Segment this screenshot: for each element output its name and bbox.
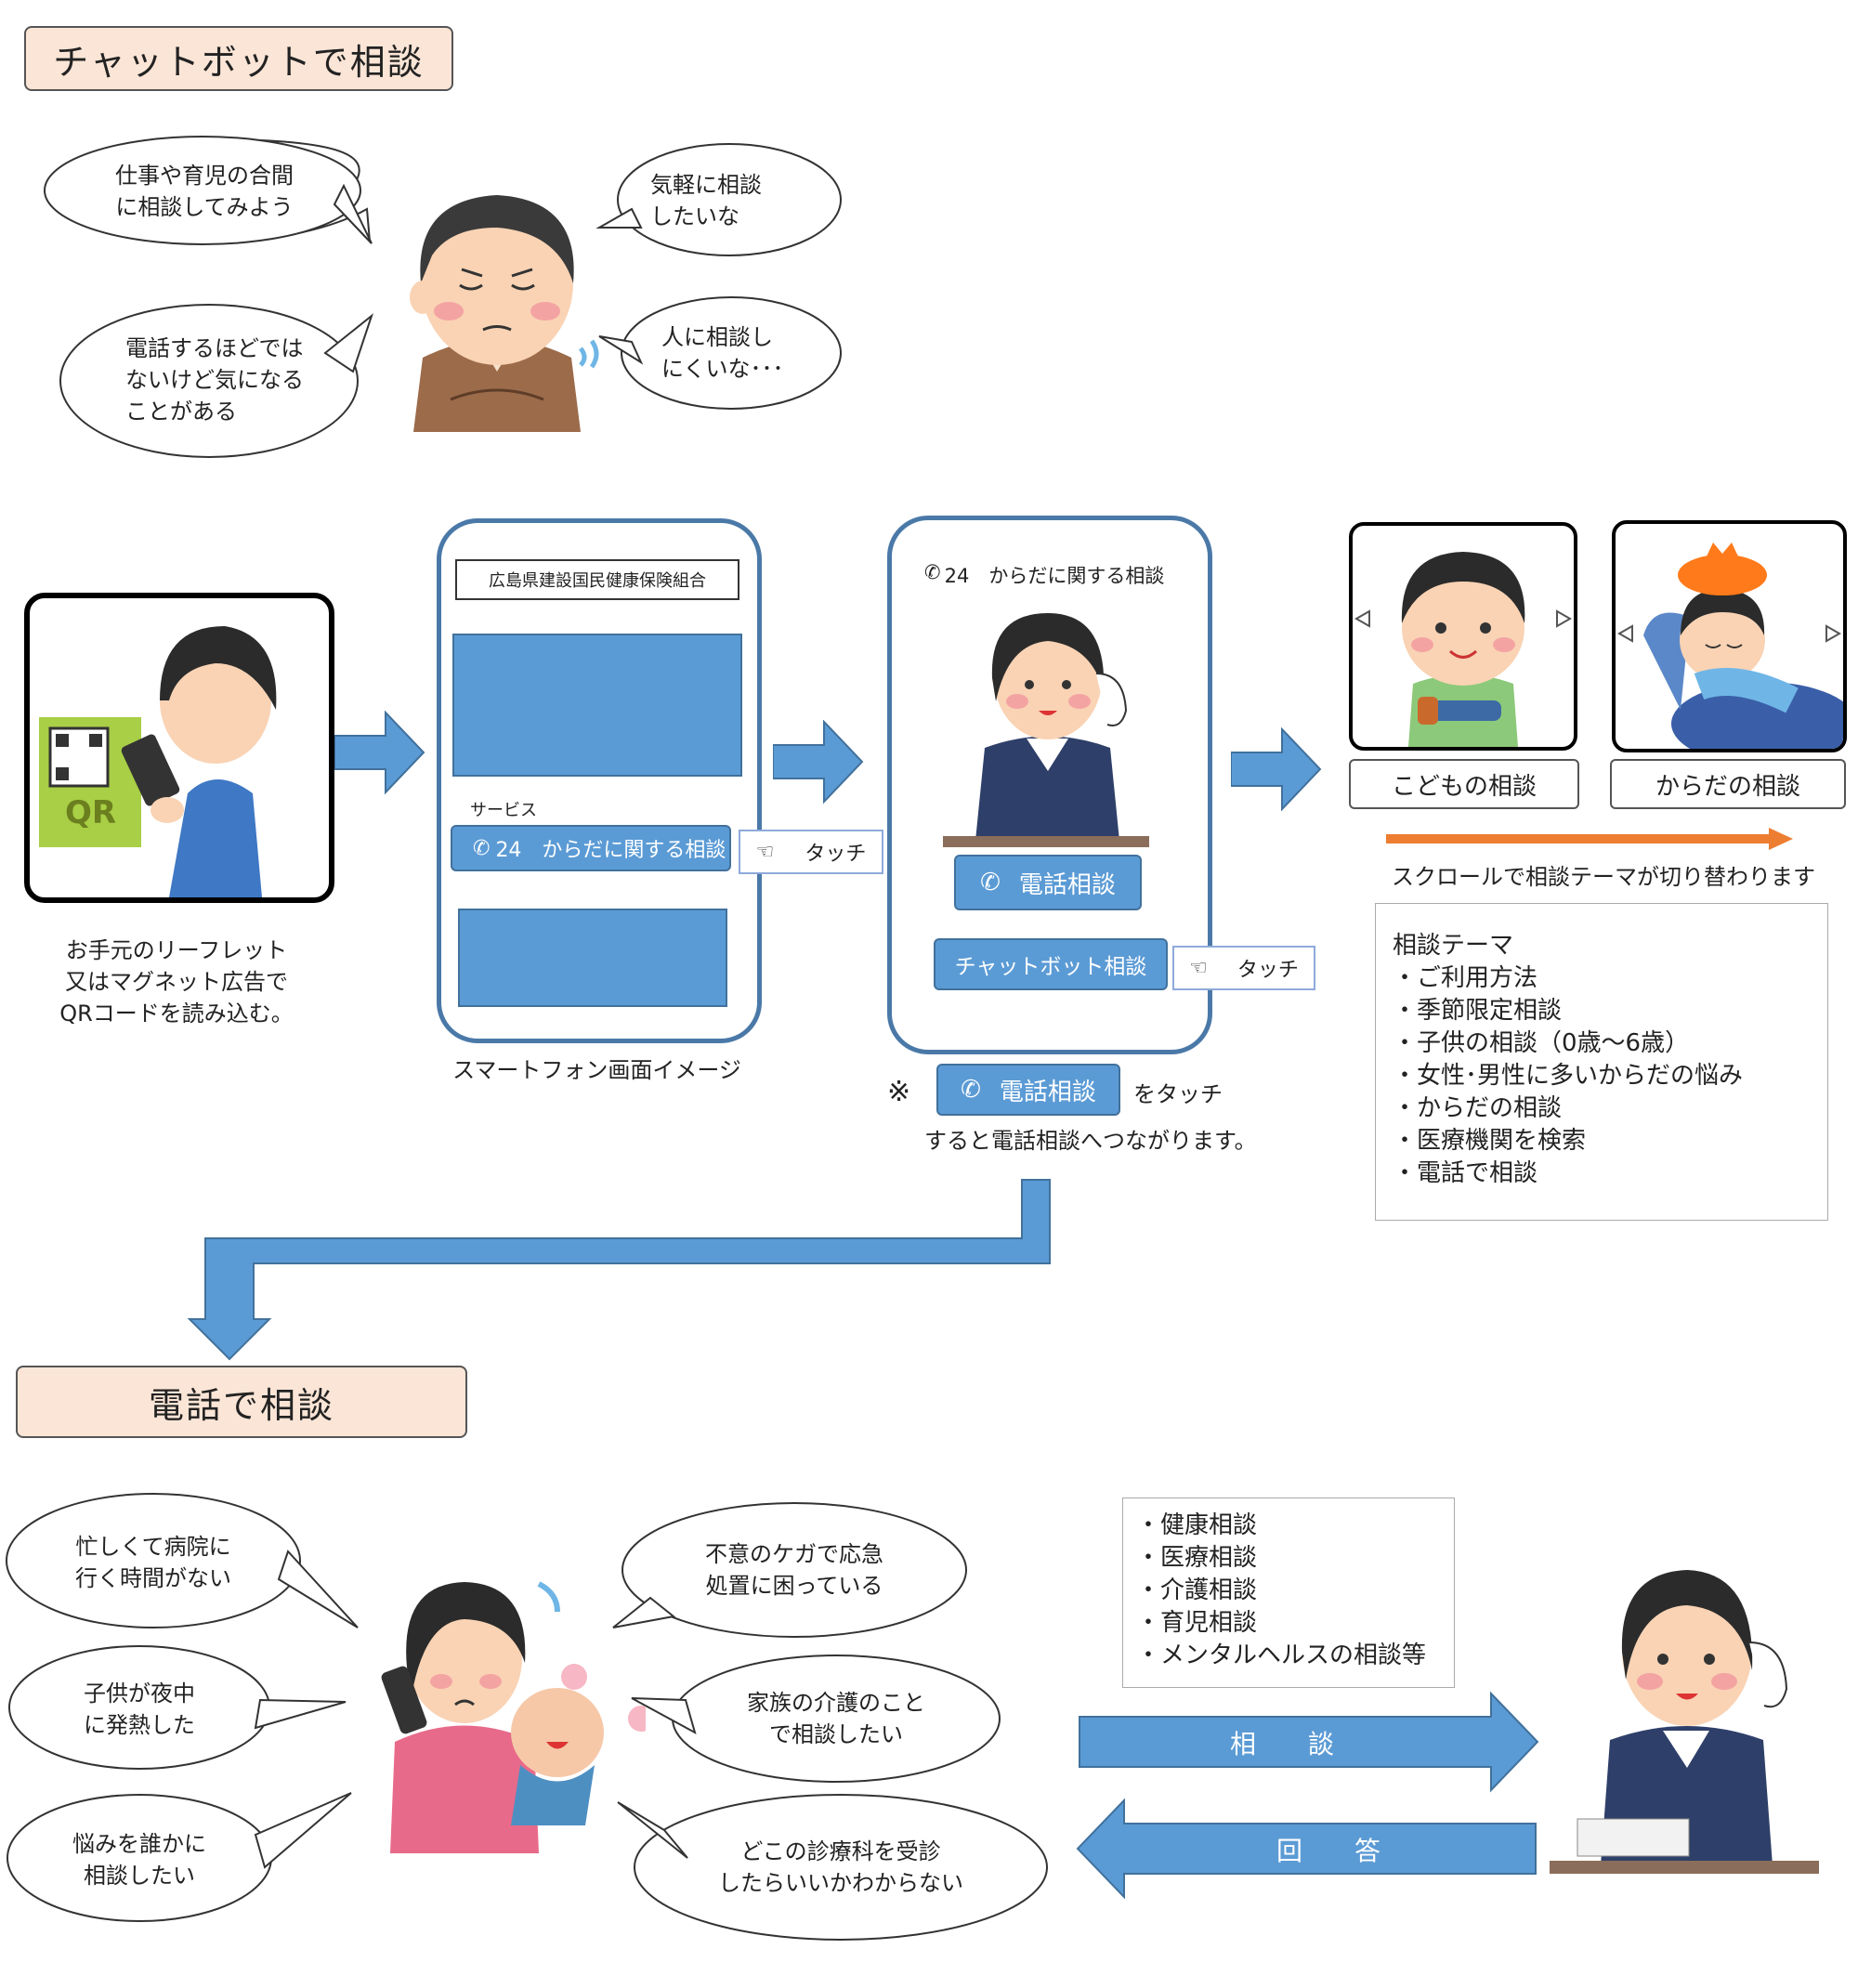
phone-bubble-6-text: どこの診療科を受診 したらいいかわからない xyxy=(718,1838,963,1896)
answer-arrow xyxy=(1076,1798,1537,1900)
phone-bubble-6 xyxy=(634,1794,1048,1941)
phone1-touch-label: タッチ xyxy=(805,843,867,866)
note-call-button: ✆ 電話相談 xyxy=(936,1064,1120,1116)
child-consult-label: こどもの相談 xyxy=(1349,759,1579,809)
phone1-header: 広島県建設国民健康保険組合 xyxy=(455,559,739,600)
answer-label: 回 答 xyxy=(1276,1836,1380,1866)
operator-woman-illustration xyxy=(975,613,1128,841)
note-suffix: をタッチ xyxy=(1133,1081,1223,1107)
consult-arrow xyxy=(1079,1691,1539,1793)
worried-man-illustration xyxy=(410,195,599,432)
note-line2: すると電話相談へつながります。 xyxy=(924,1128,1257,1154)
phone-bubble-1 xyxy=(6,1493,301,1628)
phone-icon: ✆ xyxy=(473,836,491,860)
note-mark: ※ xyxy=(887,1076,911,1108)
phone2-desk xyxy=(943,836,1149,847)
topic-item: ・女性･男性に多いからだの悩み xyxy=(1393,1062,1744,1090)
child-consult-card xyxy=(1349,522,1577,751)
phone2-call-label: 電話相談 xyxy=(1018,870,1116,899)
body-consult-card xyxy=(1612,520,1847,752)
phone1-caption: スマートフォン画面イメージ xyxy=(452,1057,741,1083)
bubble-4-text: 人に相談し にくいな･･･ xyxy=(661,324,784,382)
qr-label: QR xyxy=(65,794,117,831)
arrow-right-2 xyxy=(773,720,864,804)
qr-scan-illustration xyxy=(24,593,334,903)
service-item: ・医療相談 xyxy=(1136,1544,1258,1572)
phone1-bottom-block xyxy=(458,909,727,1007)
note-call-label: 電話相談 xyxy=(999,1078,1096,1106)
connector-elbow-arrow xyxy=(187,1179,1051,1361)
service-item: ・育児相談 xyxy=(1136,1609,1258,1637)
pointing-hand-icon: ☜ xyxy=(1189,956,1208,980)
consult-label: 相 談 xyxy=(1229,1729,1334,1759)
phone-bubble-1-text: 忙しくて病院に 行く時間がない xyxy=(75,1534,231,1591)
service-item: ・介護相談 xyxy=(1136,1576,1258,1604)
qr-caption: お手元のリーフレット 又はマグネット広告で QRコードを読み込む。 xyxy=(59,937,294,1027)
chatbot-bubbles-svg xyxy=(44,136,842,458)
phone-icon: ✆ xyxy=(924,561,941,583)
phone-bubble-3-text: 悩みを誰かに 相談したい xyxy=(72,1831,206,1889)
arrow-right-3 xyxy=(1231,727,1322,811)
phone-bubble-4-text: 不意のケガで応急 処置に困っている xyxy=(705,1541,883,1599)
bubble-3 xyxy=(617,143,842,256)
topics-list-title: 相談テーマ xyxy=(1393,932,1514,960)
bubble-4 xyxy=(621,296,842,410)
phone-bubble-2-text: 子供が夜中 に発熱した xyxy=(84,1681,195,1738)
scroll-text: スクロールで相談テーマが切り替わります xyxy=(1392,864,1815,890)
service-item: ・健康相談 xyxy=(1136,1511,1258,1539)
phone1-service-label: サービス xyxy=(470,801,537,820)
arrow-right-1 xyxy=(334,711,425,794)
bubble-2 xyxy=(59,304,359,458)
topics-list-box: 相談テーマ ・ご利用方法 ・季節限定相談 ・子供の相談（0歳～6歳） ・女性･男… xyxy=(1375,903,1828,1221)
phone-section-title: 電話で相談 xyxy=(16,1366,467,1438)
phone1-health-consult-button[interactable]: ✆ 24 からだに関する相談 xyxy=(451,825,731,871)
phone-bubble-4 xyxy=(622,1502,967,1638)
topic-item: ・医療機関を検索 xyxy=(1393,1127,1587,1155)
topic-item: ・子供の相談（0歳～6歳） xyxy=(1393,1029,1690,1057)
phone2-touch-label: タッチ xyxy=(1236,959,1299,982)
phone1-touch-indicator: ☜ タッチ xyxy=(739,830,883,874)
phone1-health-consult-label: 24 からだに関する相談 xyxy=(495,839,726,862)
bubble-2-text: 電話するほどでは ないけど気になる ことがある xyxy=(125,335,304,425)
bubble-1-text: 仕事や育児の合間 に相談してみよう xyxy=(115,163,294,220)
phone-icon: ✆ xyxy=(961,1076,981,1104)
phone2-touch-indicator: ☜ タッチ xyxy=(1172,946,1315,990)
body-consult-label: からだの相談 xyxy=(1610,759,1846,809)
phone1-banner xyxy=(452,634,742,777)
phone2-chat-button[interactable]: チャットボット相談 xyxy=(934,938,1168,990)
topic-item: ・季節限定相談 xyxy=(1393,997,1563,1025)
phone2-header: ✆ 24 からだに関する相談 xyxy=(924,561,1164,589)
topic-item: ・電話で相談 xyxy=(1393,1159,1538,1187)
phone2-header-label: 24 からだに関する相談 xyxy=(944,565,1165,587)
phone-icon: ✆ xyxy=(980,869,1001,896)
phone-bubbles-svg xyxy=(6,1493,1048,1941)
mother-with-baby-illustration xyxy=(381,1581,646,1853)
scroll-arrow xyxy=(1386,828,1793,850)
topic-item: ・からだの相談 xyxy=(1393,1094,1563,1122)
phone-services-box: ・健康相談 ・医療相談 ・介護相談 ・育児相談 ・メンタルヘルスの相談等 xyxy=(1122,1498,1455,1688)
phone-bubble-5-text: 家族の介護のこと で相談したい xyxy=(747,1690,925,1747)
service-item: ・メンタルヘルスの相談等 xyxy=(1136,1641,1427,1669)
operator-bottom-illustration xyxy=(1550,1570,1819,1874)
topic-item: ・ご利用方法 xyxy=(1393,964,1538,992)
bubble-3-text: 気軽に相談 したいな xyxy=(650,172,762,229)
chatbot-section-title: チャットボットで相談 xyxy=(24,26,453,91)
pointing-hand-icon: ☜ xyxy=(755,840,775,864)
phone2-call-button[interactable]: ✆ 電話相談 xyxy=(954,855,1142,910)
